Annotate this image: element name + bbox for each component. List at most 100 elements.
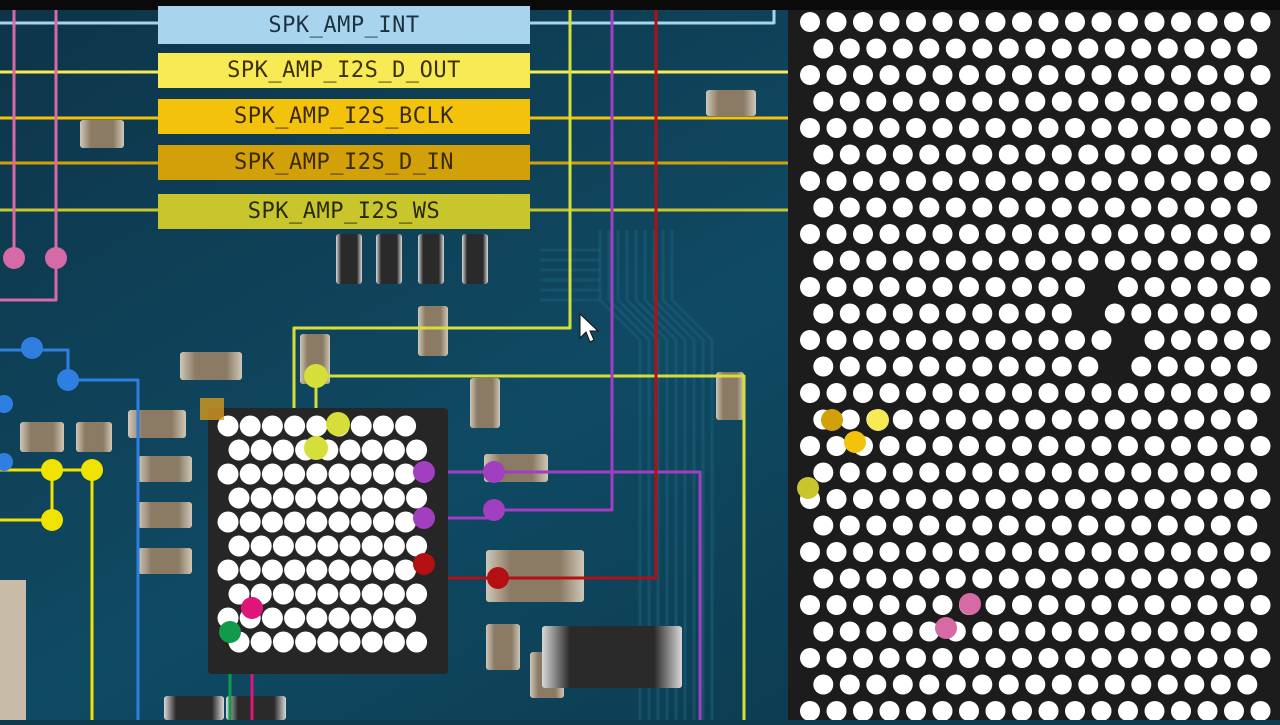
bga-ball <box>328 463 350 485</box>
bga-ball <box>272 439 294 461</box>
bga-ball <box>800 330 820 350</box>
bga-ball <box>406 439 428 461</box>
bga-ball <box>972 674 993 695</box>
bga-ball <box>972 409 993 430</box>
bga-ball <box>239 511 261 533</box>
bga-ball <box>284 511 306 533</box>
bga-ball <box>919 462 940 483</box>
bga-ball <box>1104 38 1125 59</box>
bga-ball <box>1078 409 1099 430</box>
bga-ball <box>813 356 834 377</box>
bga-ball <box>972 515 993 536</box>
bga-ball <box>985 701 1006 721</box>
capacitor <box>80 120 124 148</box>
bga-ball <box>839 674 860 695</box>
bga-ball <box>839 303 860 324</box>
bga-ball <box>1131 462 1152 483</box>
bga-ball <box>1210 409 1231 430</box>
bga-ball <box>945 356 966 377</box>
bga-ball <box>839 356 860 377</box>
bga-ball <box>1131 38 1152 59</box>
bga-ball <box>1157 409 1178 430</box>
signal-pin <box>304 364 328 388</box>
bga-ball <box>1237 303 1258 324</box>
bga-ball <box>1224 436 1244 456</box>
capacitor <box>470 378 500 428</box>
bga-ball <box>813 38 834 59</box>
bga-ball <box>306 607 328 629</box>
bga-ball <box>839 38 860 59</box>
bga-ball <box>239 463 261 485</box>
signal-pin <box>0 453 13 471</box>
bga-ball <box>228 487 250 509</box>
bga-ball <box>1157 303 1178 324</box>
bga-ball <box>972 568 993 589</box>
bga-ball <box>1118 65 1138 85</box>
bga-ball <box>826 330 847 350</box>
bga-ball <box>406 535 428 557</box>
bga-ball <box>1025 38 1046 59</box>
bga-ball <box>1038 383 1059 403</box>
label-spk-amp-i2s-bclk: SPK_AMP_I2S_BCLK <box>158 99 530 134</box>
bga-ball <box>361 583 383 605</box>
copper-track <box>643 230 687 720</box>
bga-ball <box>892 197 913 218</box>
bga-ball <box>1104 568 1125 589</box>
bga-ball <box>800 171 820 191</box>
bga-ball <box>1038 277 1059 297</box>
bga-ball <box>813 91 834 112</box>
bga-ball <box>1118 701 1138 721</box>
bga-ball <box>1197 383 1218 403</box>
bga-ball <box>1078 568 1099 589</box>
pin1-marker <box>200 398 224 420</box>
bga-ball <box>1184 568 1205 589</box>
bga-ball <box>985 330 1006 350</box>
bga-ball <box>919 409 940 430</box>
bga-ball <box>879 118 900 138</box>
bga-ball <box>383 439 405 461</box>
bga-ball <box>1025 144 1046 165</box>
bga-ball <box>826 595 847 615</box>
bga-ball <box>853 224 873 244</box>
bga-ball <box>1210 91 1231 112</box>
resistor <box>376 234 402 284</box>
bga-ball <box>272 487 294 509</box>
signal-pin <box>867 409 889 431</box>
bga-ball <box>892 144 913 165</box>
bga-ball <box>1144 542 1165 562</box>
bga-ball <box>932 171 953 191</box>
trace-purple <box>424 470 702 720</box>
bga-ball <box>1091 171 1112 191</box>
bga-ball <box>906 118 926 138</box>
bga-ball <box>959 648 979 668</box>
bga-ball <box>339 439 361 461</box>
bga-ball <box>328 607 350 629</box>
bga-ball <box>879 277 900 297</box>
bga-ball <box>228 583 250 605</box>
bga-ball <box>800 383 820 403</box>
bga-ball <box>1224 383 1244 403</box>
bga-ball <box>879 542 900 562</box>
bga-ball <box>998 621 1019 642</box>
bga-ball <box>985 12 1006 32</box>
bga-chip-large <box>788 10 1280 721</box>
bga-ball <box>1144 224 1165 244</box>
bga-ball <box>998 197 1019 218</box>
bga-ball <box>998 568 1019 589</box>
bga-ball <box>866 674 887 695</box>
bga-ball <box>1104 621 1125 642</box>
bga-ball <box>800 701 820 721</box>
bga-ball <box>919 515 940 536</box>
bga-ball <box>284 559 306 581</box>
bga-ball <box>328 559 350 581</box>
bga-ball <box>1210 621 1231 642</box>
bga-ball <box>1224 171 1244 191</box>
bga-ball <box>892 409 913 430</box>
bga-ball <box>1144 436 1165 456</box>
bga-ball <box>985 542 1006 562</box>
bga-ball <box>919 621 940 642</box>
trace-yellow-green <box>316 374 746 720</box>
bga-ball <box>1250 277 1271 297</box>
bga-ball <box>1051 303 1072 324</box>
